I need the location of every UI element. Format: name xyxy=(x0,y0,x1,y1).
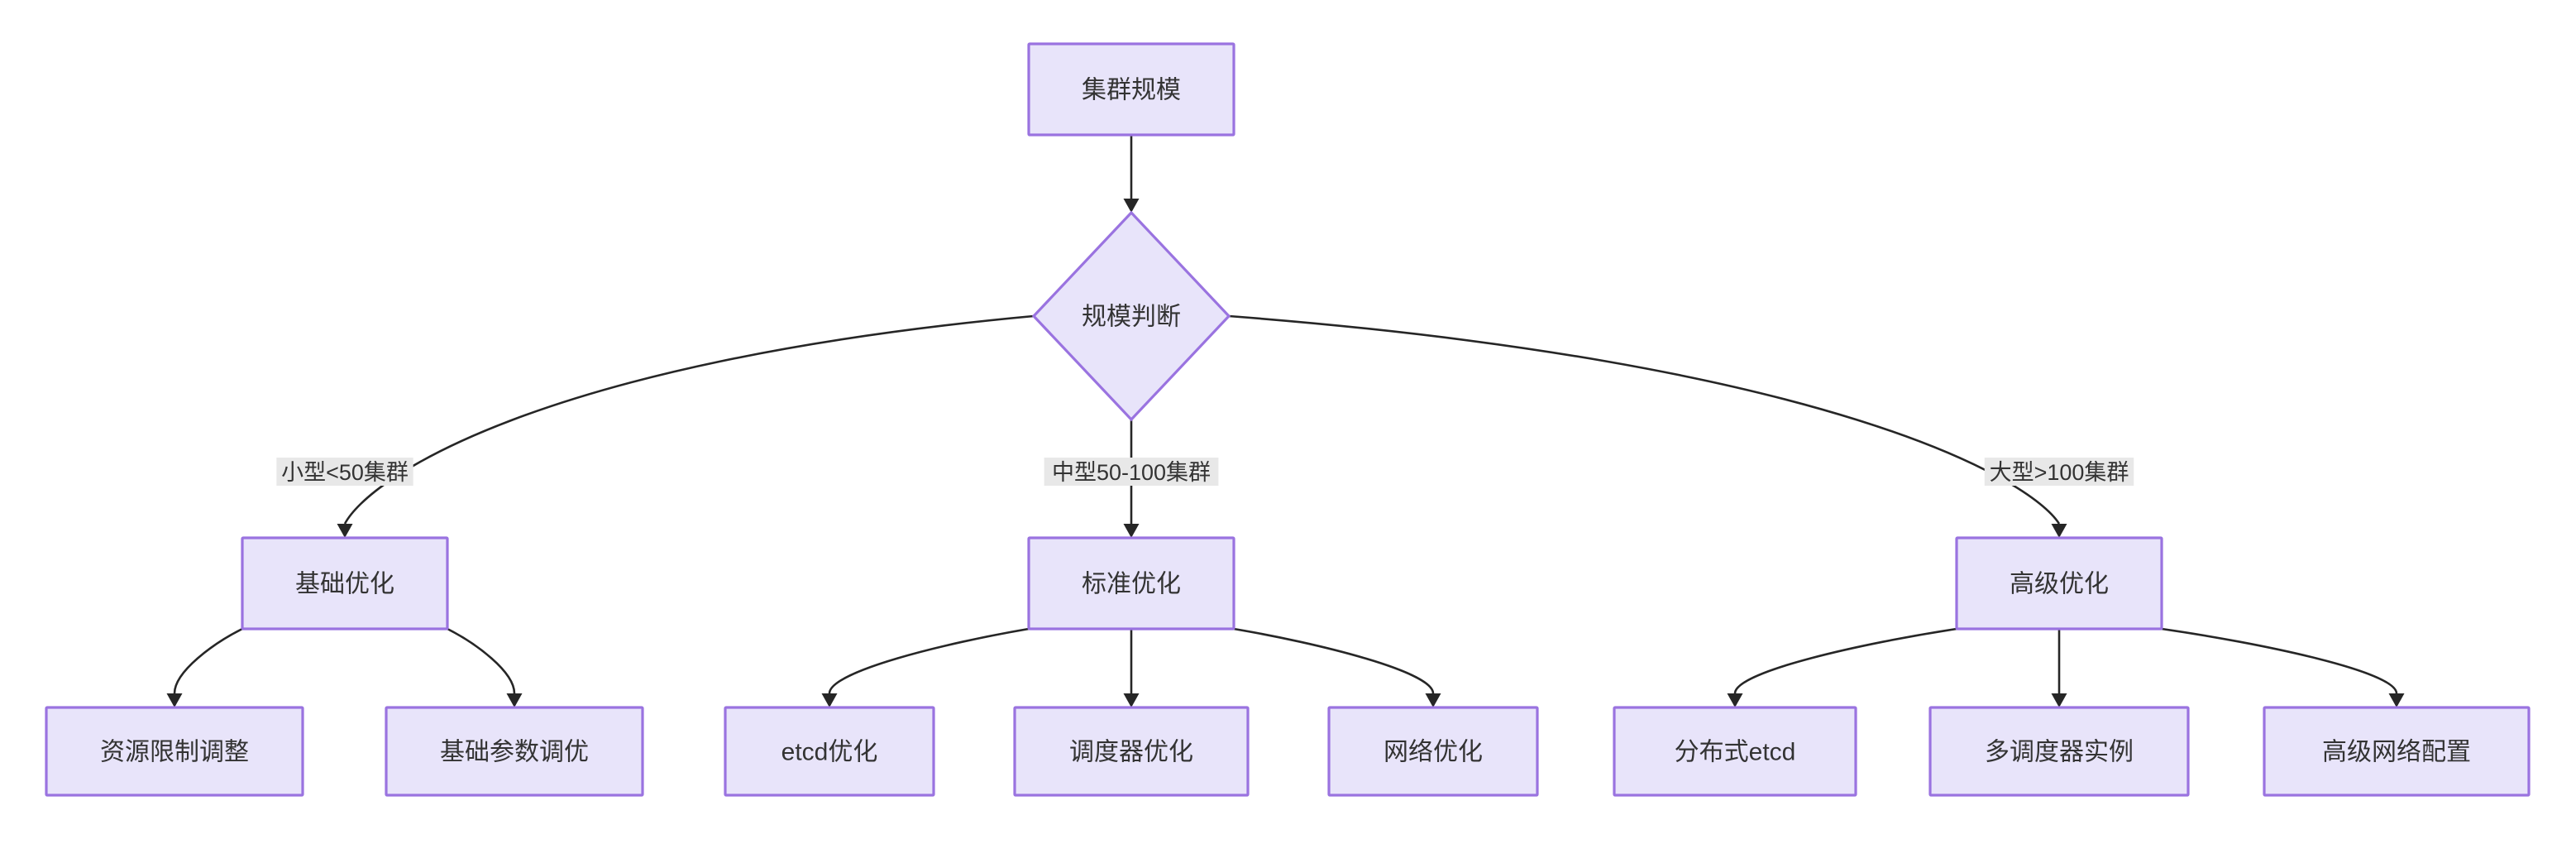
node-basic[interactable]: 基础优化 xyxy=(241,536,449,631)
node-standard[interactable]: 标准优化 xyxy=(1027,536,1235,631)
edge-e-root-decision xyxy=(1123,135,1140,213)
node-advanced[interactable]: 高级优化 xyxy=(1955,536,2163,631)
node-label-basic: 基础优化 xyxy=(295,571,394,598)
node-net-opt[interactable]: 网络优化 xyxy=(1327,706,1539,797)
edge-e-basic-basic-param xyxy=(447,627,523,707)
node-label-sched-opt: 调度器优化 xyxy=(1069,739,1193,766)
edge-e-standard-net-opt xyxy=(1233,627,1441,707)
node-label-standard: 标准优化 xyxy=(1082,571,1181,598)
node-basic-param[interactable]: 基础参数调优 xyxy=(385,706,644,797)
node-label-adv-net: 高级网络配置 xyxy=(2322,739,2471,766)
node-label-res-limit: 资源限制调整 xyxy=(100,739,249,766)
edge-e-advanced-dist-etcd xyxy=(1727,627,1957,707)
edge-label-e-decision-advanced: 大型>100集群 xyxy=(1984,458,2134,486)
edge-label-e-decision-standard: 中型50-100集群 xyxy=(1044,458,1219,486)
node-root[interactable]: 集群规模 xyxy=(1027,42,1235,137)
edge-e-decision-advanced xyxy=(1228,314,2067,538)
edges-layer xyxy=(166,135,2405,707)
node-label-dist-etcd: 分布式etcd xyxy=(1675,739,1796,766)
node-label-basic-param: 基础参数调优 xyxy=(440,739,589,766)
edge-e-basic-res-limit xyxy=(166,627,243,707)
node-label-multi-sched: 多调度器实例 xyxy=(1985,739,2134,766)
node-label-decision: 规模判断 xyxy=(1082,304,1181,331)
edge-labels-layer: 小型<50集群 中型50-100集群 大型>100集群 xyxy=(276,458,2134,486)
node-label-etcd-opt: etcd优化 xyxy=(781,739,878,766)
node-multi-sched[interactable]: 多调度器实例 xyxy=(1928,706,2190,797)
node-dist-etcd[interactable]: 分布式etcd xyxy=(1613,706,1857,797)
edge-e-standard-etcd-opt xyxy=(821,627,1030,707)
node-sched-opt[interactable]: 调度器优化 xyxy=(1013,706,1250,797)
edge-e-standard-sched-opt xyxy=(1123,629,1140,707)
edge-label-e-decision-basic: 小型<50集群 xyxy=(276,458,413,486)
edge-e-decision-basic xyxy=(337,314,1035,538)
edge-e-advanced-adv-net xyxy=(2161,627,2405,707)
edge-label-text: 中型50-100集群 xyxy=(1052,460,1211,485)
node-res-limit[interactable]: 资源限制调整 xyxy=(45,706,304,797)
edge-e-advanced-multi-sched xyxy=(2051,629,2067,707)
node-etcd-opt[interactable]: etcd优化 xyxy=(724,706,935,797)
node-decision[interactable]: 规模判断 xyxy=(1031,210,1231,422)
node-label-net-opt: 网络优化 xyxy=(1384,739,1483,766)
node-adv-net[interactable]: 高级网络配置 xyxy=(2263,706,2531,797)
node-label-advanced: 高级优化 xyxy=(2010,571,2109,598)
edge-label-text: 小型<50集群 xyxy=(281,460,409,485)
node-label-root: 集群规模 xyxy=(1082,77,1181,104)
edge-label-text: 大型>100集群 xyxy=(1990,460,2129,485)
